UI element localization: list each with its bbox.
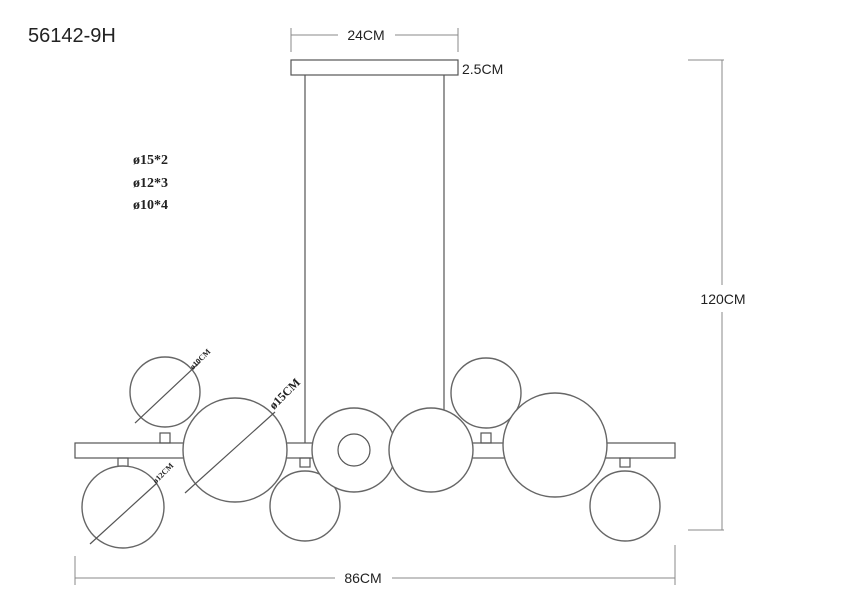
canopy-width-dimension: 24CM (290, 27, 459, 52)
svg-text:86CM: 86CM (344, 570, 381, 586)
globe-mount (337, 433, 371, 467)
svg-text:24CM: 24CM (347, 27, 384, 43)
svg-text:120CM: 120CM (700, 291, 745, 307)
globe-large (182, 397, 288, 503)
globe-medium (311, 407, 397, 493)
globe-small (450, 357, 522, 429)
diameter-label-large: ø15CM (266, 375, 303, 412)
globe-small (129, 356, 201, 428)
globe-large (502, 392, 608, 498)
svg-text:ø10*4: ø10*4 (133, 198, 168, 213)
globes (81, 356, 661, 549)
diameter-label-medium: ø12CM (151, 461, 176, 486)
globe-medium (81, 465, 165, 549)
model-number: 56142-9H (28, 25, 116, 47)
globe-small (589, 470, 661, 542)
total-height-dimension: 120CM (688, 59, 746, 531)
globe-small (269, 470, 341, 542)
globe-list: ø15*2 ø12*3 ø10*4 (133, 153, 168, 213)
svg-text:ø12*3: ø12*3 (133, 176, 168, 191)
canopy (290, 59, 459, 76)
globe-medium (388, 407, 474, 493)
total-width-dimension: 86CM (74, 545, 676, 586)
diameter-label-small: ø10CM (188, 347, 213, 372)
svg-text:ø15*2: ø15*2 (133, 153, 168, 168)
canopy-height-label: 2.5CM (462, 61, 503, 77)
